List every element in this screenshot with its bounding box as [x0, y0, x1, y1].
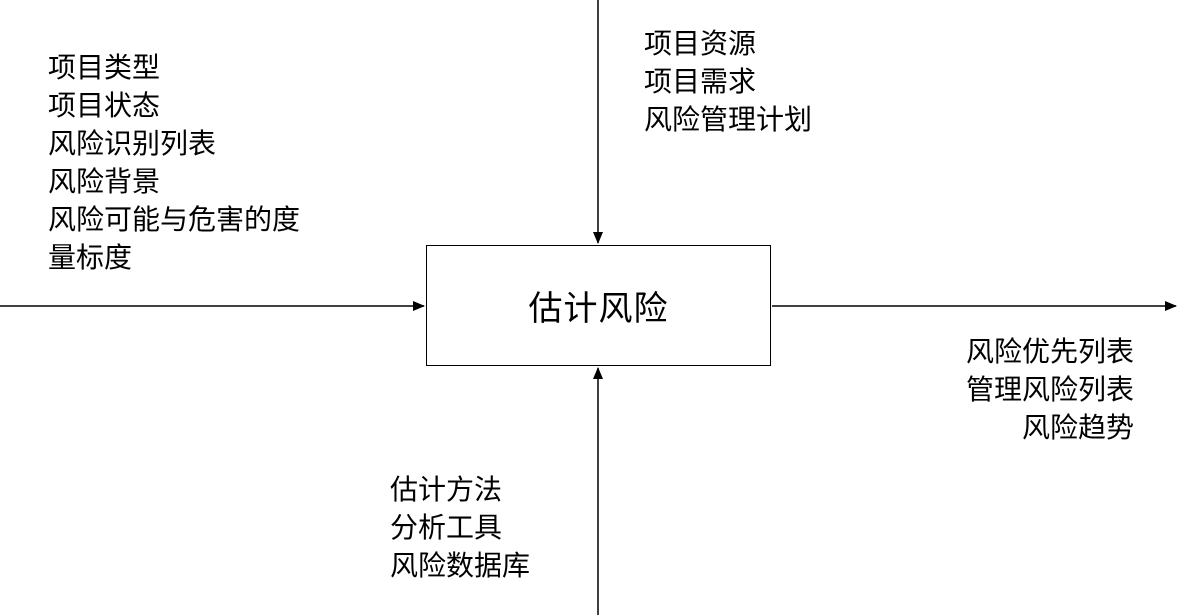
input-label: 量标度 — [48, 241, 133, 274]
input-label: 项目类型 — [48, 51, 161, 84]
process-box: 估计风险 — [426, 245, 771, 366]
output-label: 风险优先列表 — [965, 335, 1134, 368]
mechanism-label: 估计方法 — [390, 473, 503, 506]
input-label: 风险背景 — [48, 165, 161, 198]
control-label: 项目需求 — [644, 65, 757, 98]
process-title: 估计风险 — [528, 289, 669, 329]
input-labels: 项目类型 项目状态 风险识别列表 风险背景 风险可能与危害的度 量标度 — [48, 49, 300, 277]
input-label: 风险识别列表 — [48, 127, 217, 160]
mechanism-label: 风险数据库 — [390, 549, 531, 582]
output-label: 风险趋势 — [1021, 411, 1134, 444]
mechanism-label: 分析工具 — [390, 511, 503, 544]
control-label: 项目资源 — [644, 27, 757, 60]
control-label: 风险管理计划 — [644, 103, 813, 136]
output-labels: 风险优先列表 管理风险列表 风险趋势 — [966, 333, 1134, 447]
output-label: 管理风险列表 — [965, 373, 1134, 406]
input-label: 项目状态 — [48, 89, 161, 122]
mechanism-labels: 估计方法 分析工具 风险数据库 — [390, 471, 530, 585]
input-label: 风险可能与危害的度 — [48, 203, 301, 236]
control-labels: 项目资源 项目需求 风险管理计划 — [644, 25, 812, 139]
